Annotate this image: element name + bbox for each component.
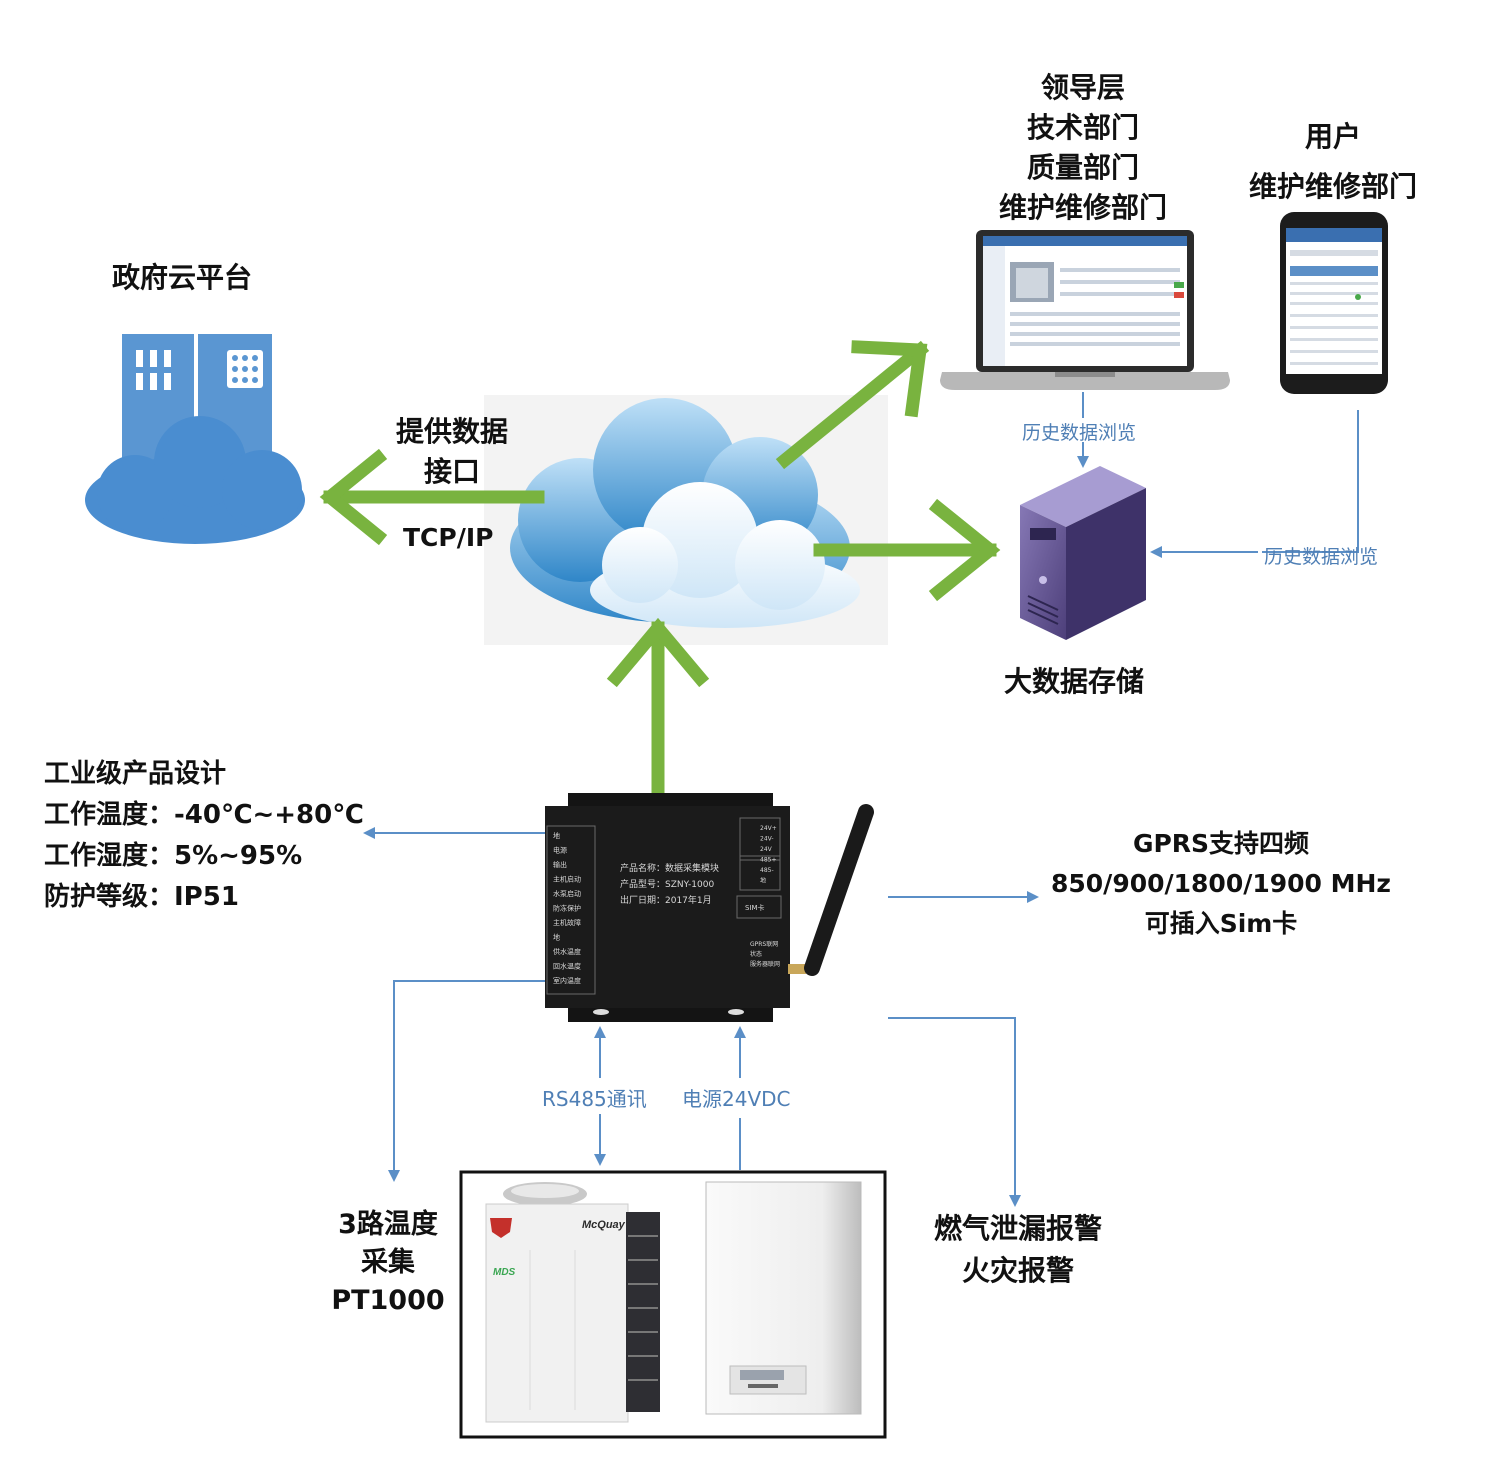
department-line: 技术部门 (1026, 111, 1139, 144)
boiler-icon (705, 1181, 862, 1415)
device-terminal-label: 24V (760, 846, 773, 853)
device-terminal-label: 485- (760, 867, 774, 874)
green-arrows (319, 340, 1001, 799)
unit-brand-text: McQuay (582, 1219, 626, 1231)
gprs-line: GPRS支持四频 (1132, 829, 1310, 858)
device-date-text: 出厂日期：2017年1月 (620, 894, 712, 906)
arrow-to-bigdata (813, 498, 1001, 602)
alarm-line: 火灾报警 (961, 1254, 1074, 1287)
laptop-screen-icon (940, 230, 1230, 390)
antenna-icon (788, 804, 874, 976)
gprs-line: 850/900/1800/1900 MHz (1051, 869, 1391, 898)
users-line: 用户 (1304, 120, 1361, 153)
temperature-line: 采集 (361, 1247, 415, 1278)
device-terminal-label: 地 (553, 831, 560, 840)
product-design-line: 工业级产品设计 (44, 759, 227, 789)
interface-label-line: 提供数据 (395, 415, 508, 448)
device-right-terminals: 24V+ 24V- 24V 485+ 485- 地 (760, 825, 777, 885)
alarm-label: 燃气泄漏报警 火灾报警 (918, 1208, 1118, 1292)
product-design-line: 工作湿度：5%~95% (44, 841, 303, 871)
device-terminal-label: 室内温度 (553, 976, 581, 985)
temperature-label: 3路温度 采集 PT1000 (320, 1206, 456, 1320)
device-name-text: 产品名称：数据采集模块 (620, 862, 719, 874)
users-label: 用户 维护维修部门 (1228, 112, 1438, 212)
device-terminal-label: 水泵启动 (553, 889, 581, 898)
temperature-line: PT1000 (331, 1285, 445, 1316)
gov-cloud-label: 政府云平台 (112, 261, 253, 294)
interface-label: 提供数据 接口 (382, 412, 522, 492)
temperature-line: 3路温度 (338, 1209, 438, 1240)
device-terminal-label: 输出 (553, 860, 567, 869)
device-model-text: 产品型号：SZNY-1000 (620, 878, 714, 890)
alarm-line: 燃气泄漏报警 (933, 1212, 1102, 1245)
device-terminal-label: 电源 (553, 846, 567, 855)
history-browse-label-1: 历史数据浏览 (1022, 422, 1137, 444)
product-design-line: 工作温度：-40℃~+80℃ (44, 800, 364, 830)
unit-logo-text: MDS (493, 1267, 516, 1278)
product-design-line: 防护等级：IP51 (44, 882, 239, 912)
device-side-label: 服务器联网 (750, 960, 780, 968)
gov-cloud-building-icon (85, 334, 305, 544)
department-line: 维护维修部门 (998, 191, 1167, 224)
device-side-label: 状态 (750, 950, 762, 958)
department-line: 质量部门 (1026, 151, 1139, 184)
device-terminal-label: 地 (553, 933, 560, 942)
device-terminal-label: 主机启动 (553, 875, 581, 884)
device-terminal-label: 24V+ (760, 825, 777, 832)
interface-label-line: 接口 (423, 455, 480, 488)
server-icon (1020, 466, 1146, 640)
device-terminal-label: 供水温度 (553, 947, 581, 956)
device-terminal-label: 24V- (760, 836, 774, 843)
device-to-temp-line (388, 980, 545, 1182)
departments-label: 领导层 技术部门 质量部门 维护维修部门 (984, 68, 1182, 228)
power-label: 电源24VDC (682, 1087, 791, 1111)
device-terminal-label: 485+ (760, 857, 776, 864)
bigdata-label: 大数据存储 (1004, 665, 1145, 698)
device-sim-label: SIM卡 (745, 903, 765, 912)
arrow-up-to-cloud (606, 617, 710, 799)
protocol-label: TCP/IP (403, 523, 494, 552)
outdoor-unit-icon: McQuay MDS (485, 1182, 660, 1423)
device-terminal-label: 回水温度 (553, 962, 581, 971)
device-to-alarm-line (888, 1017, 1021, 1207)
phone-icon (1280, 212, 1388, 394)
gprs-label: GPRS支持四频 850/900/1800/1900 MHz 可插入Sim卡 (1046, 824, 1396, 944)
device-terminal-label: 地 (760, 877, 766, 885)
arrow-to-gov-cloud (319, 448, 545, 546)
product-design-label: 工业级产品设计 工作温度：-40℃~+80℃ 工作湿度：5%~95% 防护等级：… (44, 754, 364, 918)
device-terminal-label: 主机故障 (553, 918, 581, 927)
arrow-to-laptop (775, 340, 930, 470)
device-terminal-label: 防冻保护 (553, 904, 581, 913)
rs485-label: RS485通讯 (542, 1087, 647, 1111)
equipment-frame (459, 1170, 887, 1439)
users-line: 维护维修部门 (1248, 170, 1417, 203)
department-line: 领导层 (1040, 71, 1125, 104)
gprs-line: 可插入Sim卡 (1144, 909, 1298, 938)
history-browse-label-2: 历史数据浏览 (1264, 546, 1379, 568)
blue-connectors (363, 392, 1359, 1207)
phone-to-server-line (1262, 410, 1359, 553)
device-side-label: GPRS联网 (750, 940, 778, 948)
